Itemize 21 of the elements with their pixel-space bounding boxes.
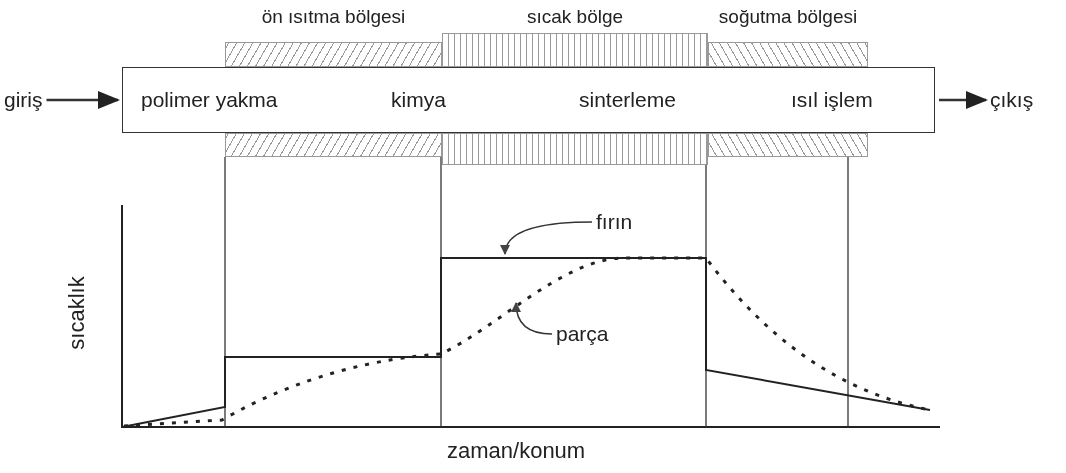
zone-heading: soğutma bölgesi — [717, 6, 859, 28]
process-stage-label: ısıl işlem — [791, 88, 873, 112]
arrow — [939, 91, 989, 109]
hatched-zone-band — [708, 133, 868, 157]
axis-title: sıcaklık — [63, 276, 90, 350]
axis-title: zaman/konum — [447, 438, 586, 464]
furnace-box — [122, 67, 935, 133]
outlet-label: çıkış — [990, 88, 1034, 112]
process-stage-label: sinterleme — [579, 88, 676, 112]
zone-heading: ön ısıtma bölgesi — [260, 6, 407, 28]
part-curve-label: parça — [556, 322, 609, 346]
hatched-zone-band — [442, 133, 708, 165]
furnace-curve-label: fırın — [596, 210, 633, 234]
process-stage-label: polimer yakma — [141, 88, 278, 112]
zone-heading: sıcak bölge — [525, 6, 625, 28]
leader-line — [511, 301, 553, 335]
inlet-label: giriş — [4, 88, 43, 112]
arrow — [46, 91, 121, 109]
process-stage-label: kimya — [391, 88, 446, 112]
leader-line — [500, 221, 593, 256]
hatched-zone-band — [225, 133, 442, 157]
